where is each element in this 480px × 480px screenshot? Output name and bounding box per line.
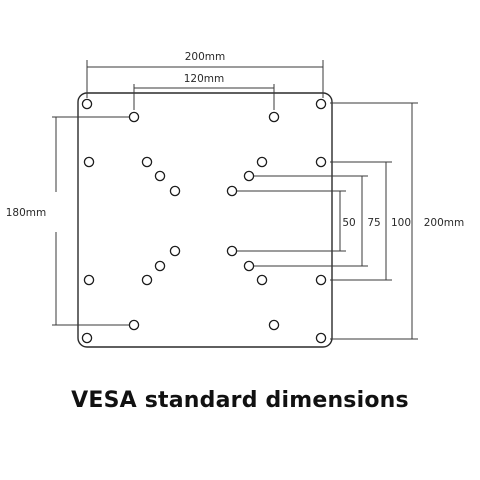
- hole-200-bottom-right: [315, 332, 327, 344]
- hole-50-bottom-right: [226, 245, 238, 257]
- dim-75-label: 75: [367, 217, 380, 229]
- hole-150-top-left: [83, 156, 95, 168]
- hole-50-top-right: [226, 185, 238, 197]
- hole-100-bottom-right: [256, 274, 268, 286]
- hole-50-bottom-left: [169, 245, 181, 257]
- hole-120-top-right: [268, 111, 280, 123]
- hole-75-top-right: [243, 170, 255, 182]
- hole-100-top-left: [141, 156, 153, 168]
- mounting-plate: [77, 92, 333, 348]
- dim-200-right: 200mm: [330, 102, 465, 340]
- hole-75-bottom-right: [243, 260, 255, 272]
- dim-120-top: 120mm: [133, 73, 275, 110]
- dim-100-label: 100: [391, 217, 411, 229]
- hole-100-top-right: [256, 156, 268, 168]
- hole-200-top-left: [81, 98, 93, 110]
- hole-120-top-left: [128, 111, 140, 123]
- dim-180-left: 180mm: [6, 116, 134, 326]
- hole-75-bottom-left: [154, 260, 166, 272]
- dim-200-top-label: 200mm: [185, 51, 226, 63]
- dim-120-top-label: 120mm: [184, 73, 225, 85]
- hole-150-top-right: [315, 156, 327, 168]
- hole-150-bottom-left: [83, 274, 95, 286]
- dim-75-right: 75: [249, 175, 381, 267]
- dim-100-right: 100: [330, 161, 411, 281]
- dim-200-top: 200mm: [86, 51, 324, 98]
- dim-50-right: 50: [232, 190, 356, 252]
- dim-180-left-label: 180mm: [6, 207, 47, 219]
- hole-120-bottom-right: [268, 319, 280, 331]
- caption-title: VESA standard dimensions: [71, 388, 409, 413]
- hole-100-bottom-left: [141, 274, 153, 286]
- vesa-diagram: 200mm 120mm 180mm 50 75 100: [6, 51, 465, 348]
- hole-50-top-left: [169, 185, 181, 197]
- hole-200-top-right: [315, 98, 327, 110]
- dim-200-right-label: 200mm: [424, 217, 465, 229]
- hole-75-top-left: [154, 170, 166, 182]
- hole-150-bottom-right: [315, 274, 327, 286]
- hole-120-bottom-left: [128, 319, 140, 331]
- hole-200-bottom-left: [81, 332, 93, 344]
- dim-50-label: 50: [342, 217, 355, 229]
